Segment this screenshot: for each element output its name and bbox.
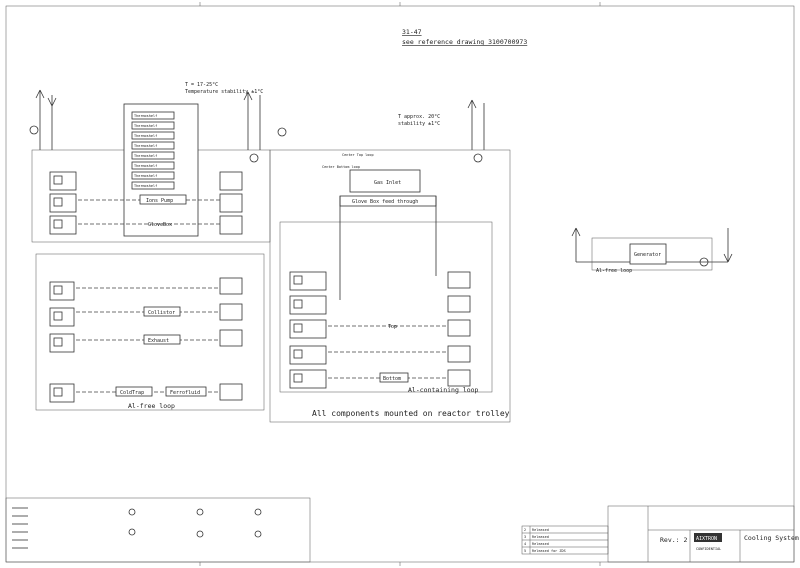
ions-pump-label: Ions Pump	[146, 198, 173, 204]
company-name: AIXTRON	[696, 536, 717, 542]
lower-valve-blocks	[49, 277, 243, 403]
glovebox-label: GloveBox	[148, 222, 172, 228]
collistor-label: Collistor	[148, 310, 175, 316]
title-block	[607, 505, 795, 563]
gas-inlet-label: Gas Inlet	[374, 180, 401, 186]
mid-loop-label: Al-containing loop	[408, 386, 479, 394]
ferrofluid-label: Ferrofluid	[170, 390, 200, 396]
coldtrap-box	[115, 386, 153, 397]
right-loop-label: Al-free loop	[596, 268, 632, 274]
legend-symbols	[12, 507, 262, 549]
left-right-supply	[243, 91, 287, 163]
reactor-trolley-box	[269, 149, 511, 423]
coldtrap-label: ColdTrap	[120, 390, 144, 396]
left-temp-note-1: T = 17-25°C	[185, 82, 218, 88]
center-top-label: Center Top loop	[342, 153, 374, 157]
trolley-note: All components mounted on reactor trolle…	[312, 409, 510, 418]
rev-no: 5	[524, 549, 526, 553]
ref-text: see reference drawing 3100700973	[402, 38, 527, 46]
legend-box	[5, 497, 311, 563]
thermo-item: Thermoshelf	[134, 184, 157, 188]
al-containing-loop-box	[279, 221, 493, 393]
thermo-item: Thermoshelf	[134, 174, 157, 178]
ferrofluid-box	[165, 386, 207, 397]
thermo-item: Thermoshelf	[134, 154, 157, 158]
company-logo	[694, 533, 722, 542]
upper-valve-blocks	[49, 171, 243, 235]
rev-no: 3	[524, 535, 526, 539]
frame-ticks	[199, 2, 601, 566]
bottom-box	[379, 372, 409, 383]
ions-pump-box	[139, 194, 187, 205]
thermo-item: Thermoshelf	[134, 114, 157, 118]
thermo-item: Thermoshelf	[134, 134, 157, 138]
rev-text: Released	[532, 542, 549, 546]
thermo-item: Thermoshelf	[134, 164, 157, 168]
thermo-rack	[123, 103, 199, 237]
sheet-frame	[5, 5, 795, 563]
mid-temp-note-1: T approx. 20°C	[398, 114, 440, 120]
collistor-box	[143, 306, 181, 317]
mid-valve-blocks	[289, 271, 471, 389]
right-loop-box	[591, 237, 713, 271]
generator-box	[629, 243, 667, 265]
exhaust-box	[143, 334, 181, 345]
rev-text: Released	[532, 535, 549, 539]
mid-temp-note-2: stability ±1°C	[398, 121, 440, 127]
left-temp-note-2: Temperature stability ±1°C	[185, 89, 263, 95]
left-loop-label: Al-free loop	[128, 402, 175, 410]
bottom-label: Bottom	[383, 376, 401, 382]
confidential-label: CONFIDENTIAL	[696, 547, 721, 551]
top-label: Top	[388, 324, 397, 330]
left-supply-line	[29, 89, 57, 150]
drawing-title: Cooling System	[744, 534, 799, 542]
center-bottom-label: Center Bottom loop	[322, 165, 360, 169]
glovebox-feed-label: Glove Box feed through	[352, 199, 418, 205]
rev-text: Released	[532, 528, 549, 532]
thermo-items: Thermoshelf Thermoshelf Thermoshelf Ther…	[131, 111, 175, 190]
thermo-item: Thermoshelf	[134, 124, 157, 128]
ref-code: 31-47	[402, 28, 422, 36]
rev-no: 2	[524, 528, 526, 532]
rev-label: Rev.: 2	[660, 536, 687, 544]
rev-no: 4	[524, 542, 526, 546]
rev-text: Released for ZDS	[532, 549, 566, 553]
generator-label: Generator	[634, 252, 661, 258]
thermo-item: Thermoshelf	[134, 144, 157, 148]
al-free-loop-box	[35, 253, 265, 411]
mid-supply-line	[467, 99, 485, 163]
gas-inlet-box	[349, 169, 421, 193]
exhaust-label: Exhaust	[148, 338, 169, 344]
